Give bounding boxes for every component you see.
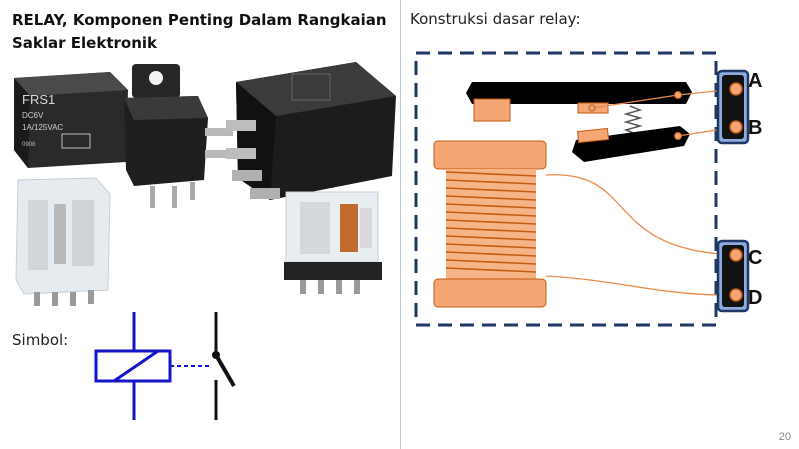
page-number: 20 xyxy=(778,431,791,443)
lower-contact-point xyxy=(577,127,610,144)
return-spring xyxy=(623,105,643,135)
terminal-c-pin xyxy=(729,248,743,262)
wire-upper-contact xyxy=(591,94,679,109)
node-b-arm xyxy=(674,132,682,140)
relay-photos: FRS1 DC6V 1A/125VAC 0908 xyxy=(14,62,396,306)
armature-block xyxy=(473,98,511,122)
frs1-model-text: FRS1 xyxy=(22,92,55,107)
node-upper-contact xyxy=(588,104,596,112)
frs1-voltage-text: DC6V xyxy=(22,111,44,120)
terminal-label-d: D xyxy=(748,287,762,309)
movable-contact-arm xyxy=(572,126,690,162)
terminal-label-b: B xyxy=(748,117,762,139)
terminal-label-c: C xyxy=(748,247,762,269)
coil-diagonal xyxy=(113,349,159,383)
symbol-label: Simbol: xyxy=(12,331,69,349)
terminal-a-pin xyxy=(729,82,743,96)
relay-photo-clear-left xyxy=(15,177,111,306)
switch-blade xyxy=(214,353,236,388)
relay-symbol xyxy=(94,312,236,420)
coil-bottom-flange xyxy=(433,278,547,308)
terminal-label-a: A xyxy=(748,70,762,92)
coil-top-flange xyxy=(433,140,547,170)
fixed-contact-arm xyxy=(466,82,692,104)
column-divider xyxy=(400,0,401,449)
slide-title: RELAY, Komponen Penting Dalam Rangkaian … xyxy=(12,11,387,52)
terminal-d-pin xyxy=(729,288,743,302)
wire-coil-to-c xyxy=(545,174,737,256)
terminal-b-pin xyxy=(729,120,743,134)
relay-photo-black-mount xyxy=(124,64,233,208)
frs1-rating-text: 1A/125VAC xyxy=(22,123,63,132)
frs1-code-text: 0908 xyxy=(22,142,36,148)
relay-photo-automotive xyxy=(226,62,396,200)
node-a-arm xyxy=(674,91,682,99)
wire-coil-to-d xyxy=(545,275,737,296)
coil-windings xyxy=(445,171,537,273)
diagram-caption: Konstruksi dasar relay: xyxy=(410,10,581,28)
relay-photo-frs1: FRS1 DC6V 1A/125VAC 0908 xyxy=(14,72,128,168)
relay-photo-clear-socket xyxy=(284,191,382,294)
